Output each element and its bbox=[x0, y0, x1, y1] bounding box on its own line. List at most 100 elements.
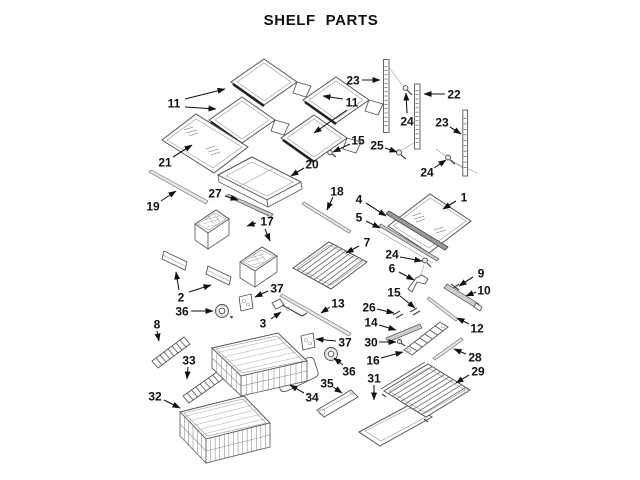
screw-24-top bbox=[402, 85, 413, 96]
part-number-15: 15 bbox=[387, 286, 401, 300]
leader-arrow-6 bbox=[398, 271, 415, 281]
part-number-9: 9 bbox=[478, 267, 485, 281]
part-number-23: 23 bbox=[346, 74, 360, 88]
part-number-15: 15 bbox=[351, 134, 365, 148]
part-number-20: 20 bbox=[305, 158, 319, 172]
leader-arrow-36 bbox=[333, 357, 344, 366]
part-number-30: 30 bbox=[364, 336, 378, 350]
part-number-21: 21 bbox=[158, 156, 172, 170]
leader-arrow-23 bbox=[449, 126, 462, 135]
part-number-1: 1 bbox=[461, 191, 468, 205]
part-number-36: 36 bbox=[342, 365, 356, 379]
glide-assembly-16 bbox=[403, 321, 449, 356]
leader-arrow-7 bbox=[345, 245, 360, 254]
part-number-37: 37 bbox=[270, 282, 284, 296]
glass-panel-21 bbox=[161, 113, 249, 174]
part-number-13: 13 bbox=[331, 297, 345, 311]
part-number-27: 27 bbox=[208, 187, 222, 201]
leader-arrow-26 bbox=[376, 308, 395, 315]
divider-rack-8 bbox=[151, 336, 191, 369]
roller-wheel-36-right bbox=[324, 347, 341, 362]
part-number-18: 18 bbox=[330, 185, 344, 199]
leader-arrow-8 bbox=[154, 330, 161, 342]
wire-shelf-7 bbox=[292, 241, 368, 290]
leader-arrow-32 bbox=[163, 399, 181, 409]
part-number-29: 29 bbox=[471, 365, 485, 379]
leader-arrow-29 bbox=[455, 374, 470, 384]
screw-24-lower bbox=[419, 257, 432, 278]
front-rail-4 bbox=[385, 210, 449, 251]
part-number-23: 23 bbox=[435, 116, 449, 130]
crisper-bin-17-upper bbox=[194, 209, 230, 250]
leader-arrow-24 bbox=[403, 92, 410, 114]
support-rod-18 bbox=[301, 201, 352, 234]
part-number-5: 5 bbox=[356, 211, 363, 225]
part-number-35: 35 bbox=[320, 377, 334, 391]
part-number-3: 3 bbox=[260, 317, 267, 331]
crisper-bin-17-lower bbox=[239, 246, 278, 288]
part-number-11: 11 bbox=[168, 97, 181, 111]
leader-arrow-28 bbox=[453, 348, 467, 355]
trim-rod-19 bbox=[148, 169, 209, 205]
page-title: SHELF PARTS bbox=[264, 12, 379, 29]
freezer-basket-34 bbox=[210, 332, 309, 398]
part-number-6: 6 bbox=[389, 262, 396, 276]
leader-arrow-5 bbox=[365, 220, 381, 229]
part-number-26: 26 bbox=[362, 301, 376, 315]
part-number-28: 28 bbox=[468, 351, 482, 365]
shelf-frame-20 bbox=[216, 156, 303, 208]
screw-15-top bbox=[327, 149, 337, 158]
part-number-7: 7 bbox=[364, 236, 371, 250]
bracket-6 bbox=[407, 274, 429, 293]
leader-arrow-1 bbox=[442, 200, 457, 210]
rod-12 bbox=[426, 296, 459, 322]
part-number-31: 31 bbox=[367, 372, 381, 386]
screw-30 bbox=[397, 339, 406, 347]
bracket-37-left bbox=[238, 293, 254, 312]
screw-24-mid bbox=[445, 154, 456, 165]
rod-28 bbox=[432, 337, 464, 361]
part-number-11: 11 bbox=[346, 96, 359, 110]
part-number-4: 4 bbox=[356, 193, 363, 207]
divider-rack-33 bbox=[182, 371, 224, 404]
leader-arrow-2 bbox=[188, 284, 212, 293]
leader-arrow-17 bbox=[246, 220, 257, 227]
leader-arrow-21 bbox=[172, 144, 193, 158]
leader-arrow-3 bbox=[270, 311, 282, 320]
leader-arrow-14 bbox=[378, 324, 397, 331]
leader-arrow-10 bbox=[465, 290, 477, 297]
leader-arrow-37 bbox=[254, 290, 269, 298]
leader-arrow-9 bbox=[458, 276, 474, 287]
leader-arrow-27 bbox=[224, 194, 239, 201]
leader-arrow-15 bbox=[399, 295, 416, 309]
trim-rail-2-upper bbox=[161, 250, 188, 271]
part-number-24: 24 bbox=[400, 115, 414, 129]
leader-arrow-2 bbox=[174, 271, 181, 291]
leader-arrow-33 bbox=[184, 366, 191, 380]
part-number-34: 34 bbox=[305, 391, 319, 405]
part-number-24: 24 bbox=[385, 248, 399, 262]
damper-3 bbox=[271, 298, 308, 317]
leader-arrow-24 bbox=[399, 256, 423, 263]
rail-10 bbox=[443, 283, 483, 312]
leader-arrow-37 bbox=[315, 336, 337, 343]
leader-arrow-4 bbox=[365, 202, 387, 217]
part-number-14: 14 bbox=[364, 316, 378, 330]
leader-arrow-25 bbox=[384, 146, 398, 153]
part-number-10: 10 bbox=[477, 284, 491, 298]
leader-arrow-24 bbox=[433, 159, 447, 169]
screw-26 bbox=[392, 310, 404, 319]
leader-arrow-15 bbox=[332, 143, 351, 153]
roller-wheel-36-left bbox=[215, 304, 233, 319]
trim-rail-2-lower bbox=[205, 265, 232, 286]
part-number-37: 37 bbox=[338, 336, 352, 350]
leader-arrow-12 bbox=[456, 317, 470, 325]
bracket-37-right bbox=[300, 332, 316, 351]
freezer-basket-32 bbox=[179, 395, 271, 465]
part-number-12: 12 bbox=[470, 322, 484, 336]
rail-23-right bbox=[462, 109, 469, 177]
part-number-8: 8 bbox=[154, 318, 161, 332]
